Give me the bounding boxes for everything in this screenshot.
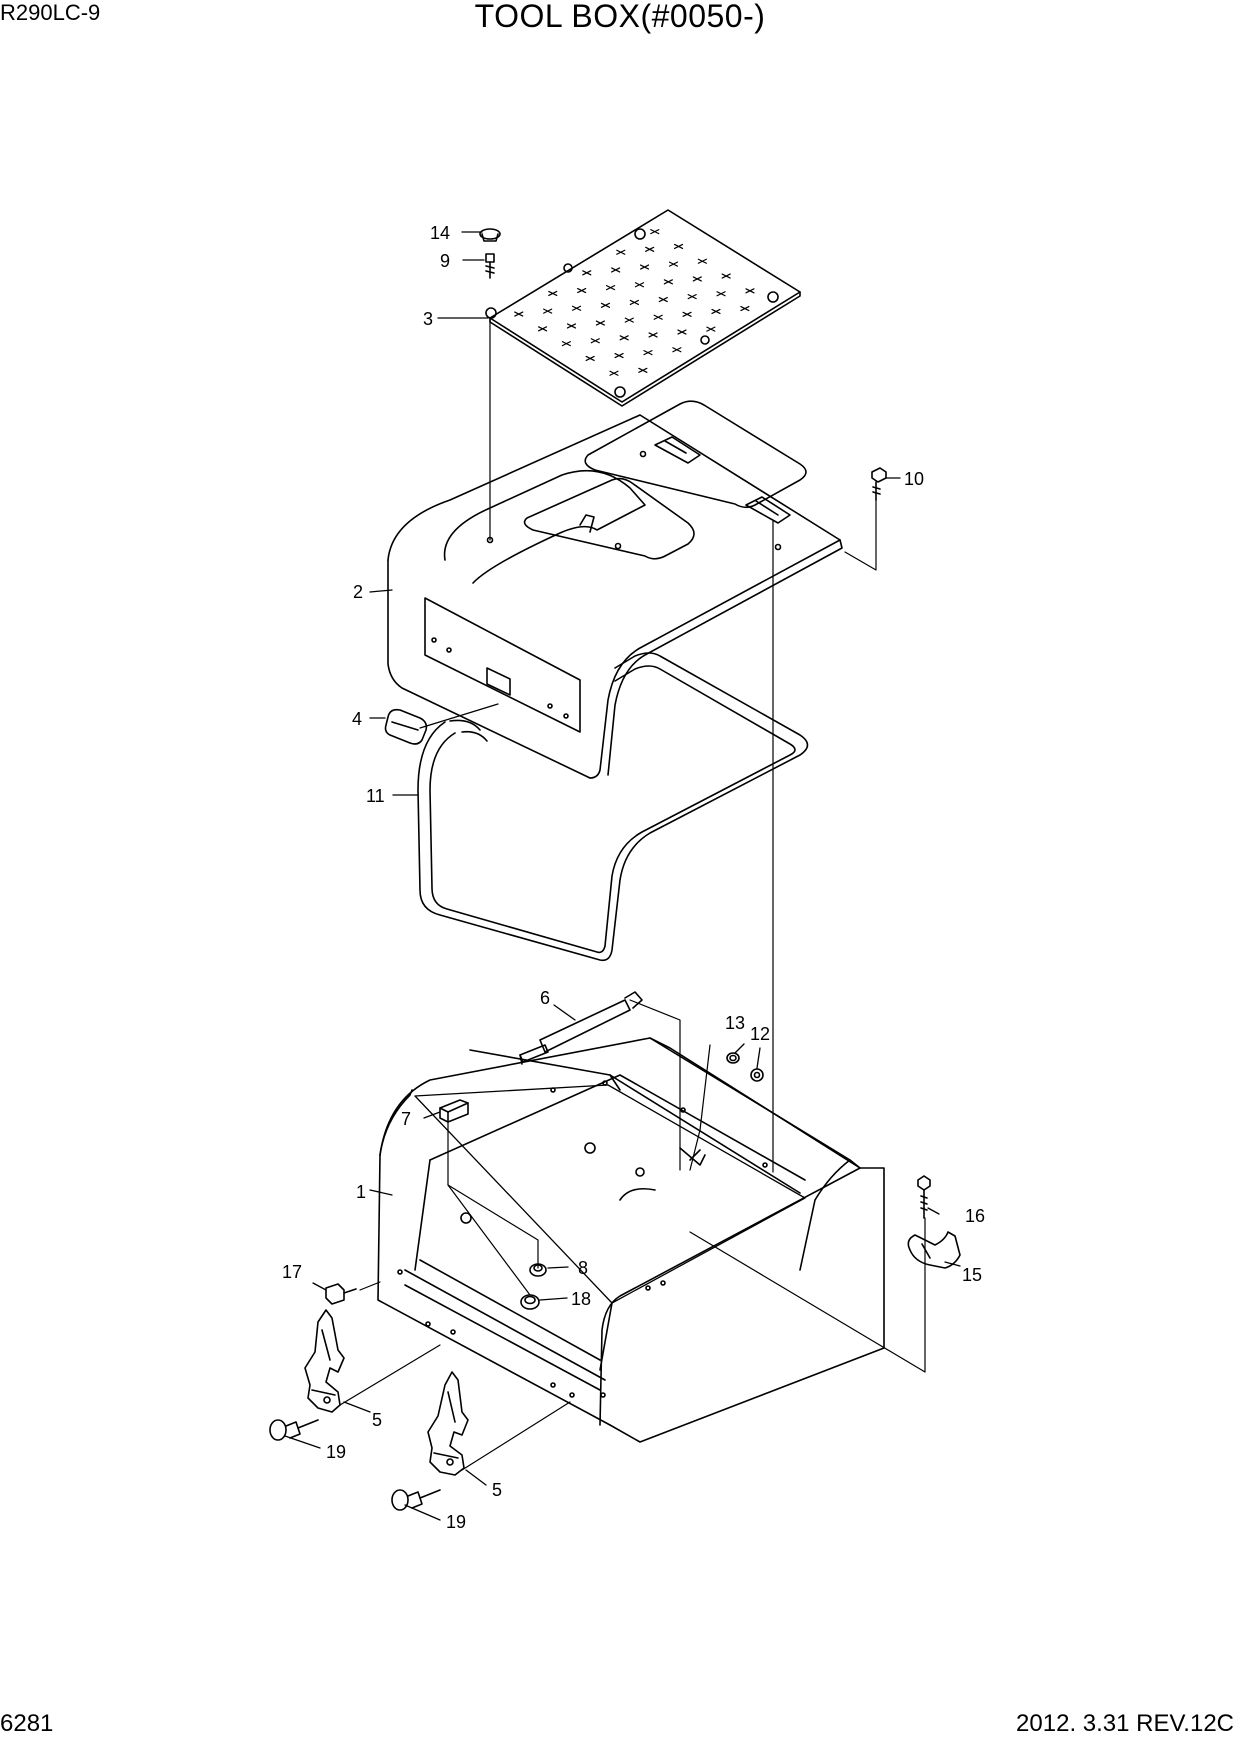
callout-16: 16	[965, 1206, 985, 1226]
perforation-mark	[677, 329, 687, 335]
body	[377, 1037, 885, 1443]
perforation-mark	[745, 288, 755, 294]
perforation-mark	[668, 261, 679, 267]
perforation-mark	[537, 326, 548, 332]
callout-11: 11	[366, 786, 385, 806]
perforation-mark	[582, 270, 592, 276]
latch-right	[427, 1371, 469, 1476]
perforation-mark	[548, 290, 558, 297]
stopper	[439, 1099, 469, 1123]
perforation-mark	[663, 279, 673, 285]
perforation-mark	[624, 317, 634, 323]
perforation-mark	[692, 276, 702, 282]
perforation-mark	[706, 326, 716, 332]
perforation-mark	[711, 308, 721, 315]
top-plate	[485, 209, 801, 407]
perforation-mark	[616, 249, 626, 255]
callout-15: 15	[962, 1265, 982, 1285]
perforation-mark	[514, 311, 524, 317]
seal	[417, 652, 809, 962]
gas-spring	[519, 991, 643, 1065]
perforation-mark	[716, 291, 726, 297]
perforation-mark	[639, 264, 650, 270]
callout-3: 3	[423, 309, 433, 329]
callout-7: 7	[401, 1109, 411, 1129]
perforation-mark	[571, 305, 582, 311]
perforation-mark	[619, 335, 629, 341]
perforation-mark	[650, 229, 660, 235]
perforation-mark	[740, 305, 750, 312]
callout-19-upper: 19	[326, 1442, 346, 1462]
perforation-mark	[658, 296, 668, 303]
perforation-mark	[673, 243, 684, 250]
callout-19-lower: 19	[446, 1512, 466, 1532]
handle-grip	[384, 708, 428, 745]
callout-8: 8	[578, 1258, 588, 1278]
callout-4: 4	[352, 709, 362, 729]
perforation-mark	[577, 287, 587, 294]
callout-10: 10	[904, 469, 924, 489]
perforation-mark	[653, 314, 663, 320]
perforation-mark	[648, 332, 658, 338]
assembly-lines	[339, 317, 926, 1471]
callout-2: 2	[353, 582, 363, 602]
perforation-mark	[645, 246, 655, 252]
perforation-mark	[566, 323, 577, 329]
perforation-mark	[605, 285, 616, 291]
perforation-mark	[611, 267, 621, 273]
perforation-mark	[643, 350, 653, 356]
callout-13: 13	[725, 1013, 745, 1033]
perforation-mark	[614, 352, 624, 359]
bolts-19	[269, 1419, 441, 1511]
perforation-mark	[590, 338, 600, 344]
perforation-mark	[561, 341, 571, 347]
perforation-mark	[638, 367, 648, 373]
cover	[387, 400, 843, 779]
callout-leaders	[284, 231, 961, 1521]
callout-5-upper: 5	[372, 1410, 382, 1430]
perforation-mark	[672, 347, 682, 353]
perforation-mark	[609, 370, 619, 376]
hardware	[325, 228, 961, 1310]
perforation-mark	[682, 311, 692, 317]
callout-labels: 14 9 3 10 2 4 11 6 13 12 7 1 16 8 15 17 …	[282, 223, 985, 1532]
revision-date: 2012. 3.31 REV.12C	[1016, 1710, 1234, 1737]
perforation-mark	[600, 302, 611, 308]
callout-5-lower: 5	[492, 1480, 502, 1500]
callout-1: 1	[356, 1182, 366, 1202]
perforation-mark	[697, 258, 707, 264]
latch-left	[304, 1309, 345, 1413]
callout-12: 12	[750, 1024, 770, 1044]
perforation-mark	[629, 299, 639, 306]
callout-17: 17	[282, 1262, 302, 1282]
callout-6: 6	[540, 988, 550, 1008]
callout-18: 18	[571, 1289, 591, 1309]
page-title: TOOL BOX(#0050-)	[474, 0, 766, 34]
perforation-mark	[543, 308, 553, 314]
perforation-mark	[634, 282, 645, 288]
callout-14: 14	[430, 223, 450, 243]
model-name: R290LC-9	[0, 0, 101, 25]
perforation-mark	[721, 273, 731, 279]
perforation-mark	[687, 294, 697, 300]
perforation-mark	[595, 320, 605, 326]
callout-9: 9	[440, 251, 450, 271]
perforation-mark	[585, 355, 595, 362]
page-number: 6281	[0, 1710, 54, 1737]
